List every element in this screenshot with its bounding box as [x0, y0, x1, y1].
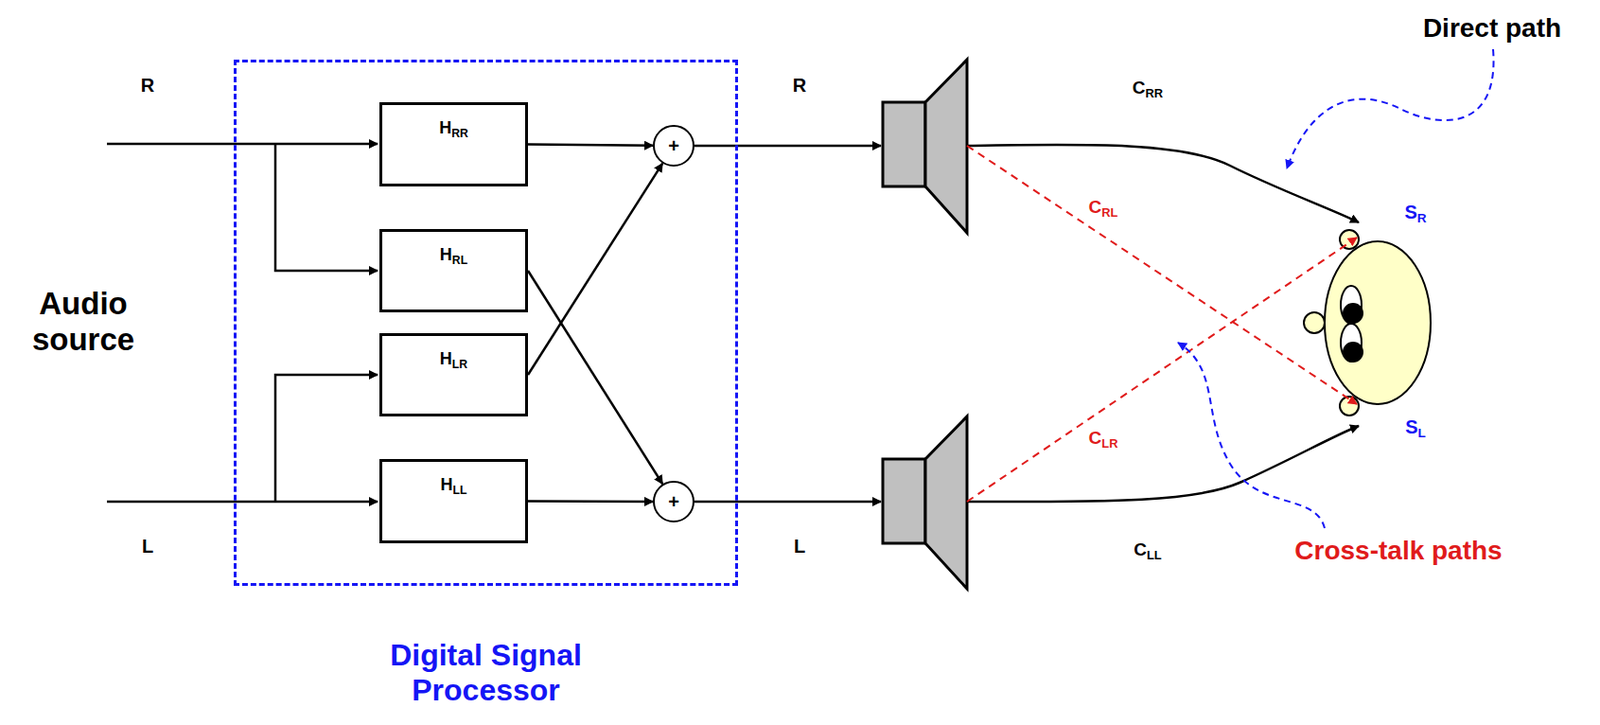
pupil — [1343, 342, 1363, 362]
summing-junction: + — [652, 480, 695, 523]
filter-box: HRL — [379, 228, 528, 313]
signal-connector — [527, 499, 653, 503]
direct-path — [967, 425, 1359, 502]
head — [1324, 241, 1431, 405]
filter-name: HLL — [440, 474, 468, 497]
signal-wire — [694, 144, 881, 148]
symbol-subscript: LR — [452, 357, 468, 371]
path-name: CRL — [1087, 196, 1121, 221]
speaker-cone — [925, 59, 968, 233]
speaker-magnet — [882, 458, 926, 544]
region-title: Digital Signal Processor — [344, 637, 629, 708]
speaker-magnet — [882, 102, 926, 187]
processor-region: Digital Signal ProcessorHRRHRLHLRHLL++ — [233, 59, 739, 586]
symbol-letter: C — [1133, 539, 1147, 560]
plus-sign: + — [668, 492, 680, 511]
signal-wire — [275, 143, 378, 271]
symbol-subscript: LL — [453, 483, 468, 497]
pupil — [1343, 303, 1363, 323]
ear-signal: SR — [1402, 201, 1428, 227]
symbol-letter: H — [440, 474, 454, 494]
filter-name: HRR — [439, 118, 469, 141]
symbol-subscript: LL — [1146, 547, 1162, 563]
signal-wire — [106, 500, 378, 504]
filter-name: HLR — [439, 349, 468, 371]
eye — [1340, 323, 1362, 362]
ear-signal: SL — [1403, 416, 1428, 441]
symbol-subscript: RL — [452, 253, 468, 267]
channel-name: L — [791, 535, 808, 558]
eye — [1340, 285, 1362, 324]
channel-name: L — [140, 535, 156, 558]
symbol-letter: H — [439, 349, 453, 369]
callout-text: Cross-talk paths — [1292, 535, 1504, 566]
signal-connector — [527, 270, 663, 484]
symbol-letter: S — [1404, 201, 1417, 223]
signal-wire — [694, 500, 881, 504]
speaker-cone — [925, 416, 968, 589]
nose — [1303, 312, 1325, 334]
path-name: CLL — [1131, 539, 1164, 563]
symbol-subscript: RR — [451, 126, 469, 141]
summing-junction: + — [652, 124, 695, 167]
plus-sign: + — [668, 136, 680, 156]
symbol-subscript: R — [1417, 210, 1427, 226]
symbol-subscript: RL — [1101, 205, 1118, 220]
source-label: Audio source — [0, 285, 166, 358]
cross-talk-path — [967, 237, 1357, 502]
symbol-subscript: RR — [1145, 86, 1164, 101]
path-name: CRR — [1130, 77, 1165, 102]
symbol-letter: C — [1089, 427, 1103, 448]
callout-text: Direct path — [1421, 13, 1564, 44]
channel-name: R — [139, 74, 157, 97]
signal-wire — [106, 142, 378, 146]
symbol-letter: S — [1405, 416, 1418, 438]
symbol-letter: C — [1132, 77, 1146, 98]
signal-connector — [527, 163, 663, 375]
symbol-letter: H — [439, 245, 453, 264]
symbol-letter: H — [439, 118, 452, 138]
signal-wire — [275, 374, 378, 502]
ear — [1339, 396, 1359, 416]
filter-box: HRR — [379, 102, 528, 187]
leader-line — [1178, 342, 1325, 528]
cross-talk-path — [967, 145, 1357, 405]
channel-name: R — [791, 74, 809, 97]
filter-box: HLR — [379, 333, 528, 417]
path-name: CLR — [1087, 427, 1121, 452]
signal-connector — [527, 144, 653, 146]
filter-name: HRL — [439, 245, 468, 267]
filter-box: HLL — [379, 458, 528, 544]
symbol-subscript: L — [1418, 425, 1426, 440]
symbol-letter: C — [1089, 196, 1103, 217]
leader-line — [1286, 49, 1495, 169]
symbol-subscript: LR — [1101, 436, 1118, 451]
